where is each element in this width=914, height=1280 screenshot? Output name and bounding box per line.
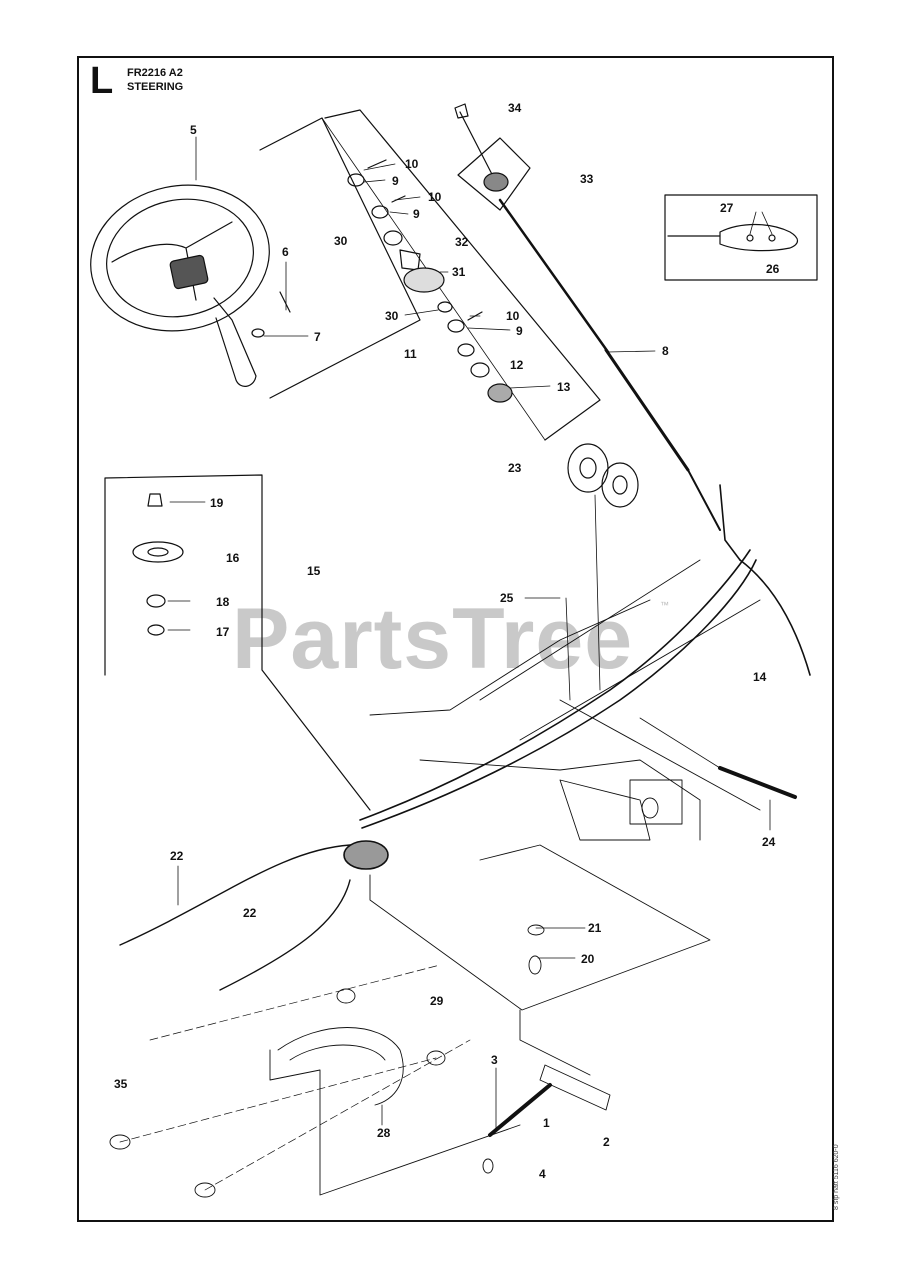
- callout-label: 29: [430, 994, 444, 1008]
- callout-label: 5: [190, 123, 197, 137]
- callout-label: 21: [588, 921, 602, 935]
- callout-label: 25: [500, 591, 514, 605]
- callout-label: 24: [762, 835, 776, 849]
- callout-label: 10: [506, 309, 520, 323]
- watermark-trademark: ™: [660, 600, 669, 610]
- model-number: FR2216 A2: [127, 67, 183, 79]
- rod: [639, 717, 797, 831]
- callout-label: 15: [307, 564, 321, 578]
- diagram-title: STEERING: [127, 81, 184, 93]
- callout-label: 13: [557, 380, 571, 394]
- callout-label: 20: [581, 952, 595, 966]
- callout-label: 9: [413, 207, 420, 221]
- callout-label: 1: [543, 1116, 550, 1130]
- callout-label: 8: [662, 344, 669, 358]
- section-letter: L: [90, 60, 114, 102]
- callout-label: 22: [243, 906, 257, 920]
- callout-label: 6: [282, 245, 289, 259]
- callout-label: 7: [314, 330, 321, 344]
- lower-mount: [109, 964, 521, 1198]
- callout-label: 17: [216, 625, 230, 639]
- callout-label: 12: [510, 358, 524, 372]
- diagram-frame: [77, 56, 834, 1222]
- watermark-text: PartsTree: [232, 591, 634, 687]
- leader-lines: [167, 136, 656, 1131]
- callout-label: 14: [753, 670, 767, 684]
- callout-label: 28: [377, 1126, 391, 1140]
- tie-rod-end-detail: [664, 194, 818, 281]
- callout-label: 27: [720, 201, 734, 215]
- chassis-frame: [369, 559, 761, 841]
- callout-label: 35: [114, 1077, 128, 1091]
- callout-label: 3: [491, 1053, 498, 1067]
- steering-wheel-group: [90, 117, 421, 399]
- callout-label: 4: [539, 1167, 546, 1181]
- callout-label: 2: [603, 1135, 610, 1149]
- callout-label: 18: [216, 595, 230, 609]
- callout-label: 11: [404, 347, 417, 361]
- callout-label: 22: [170, 849, 184, 863]
- pulley-detail-box: [104, 474, 371, 811]
- callout-label: 16: [226, 551, 240, 565]
- callout-label: 30: [334, 234, 348, 248]
- callout-label: 10: [428, 190, 442, 204]
- callout-label: 34: [508, 101, 522, 115]
- callout-label: 32: [455, 235, 469, 249]
- callout-numbers: 5 6 7 10 9 10 9 30 32 31 30 10 9 11 12 1…: [114, 101, 780, 1181]
- callout-label: 23: [508, 461, 522, 475]
- lower-bracket: [369, 844, 711, 1174]
- callout-label: 31: [452, 265, 466, 279]
- callout-label: 9: [392, 174, 399, 188]
- callout-label: 10: [405, 157, 419, 171]
- bushing-stack-group: [321, 109, 601, 441]
- pulleys: [567, 443, 639, 691]
- callout-label: 26: [766, 262, 780, 276]
- steering-column: [454, 103, 721, 531]
- callout-label: 19: [210, 496, 224, 510]
- steering-cable: [119, 484, 811, 991]
- callout-label: 30: [385, 309, 399, 323]
- callout-label: 9: [516, 324, 523, 338]
- callout-label: 33: [580, 172, 594, 186]
